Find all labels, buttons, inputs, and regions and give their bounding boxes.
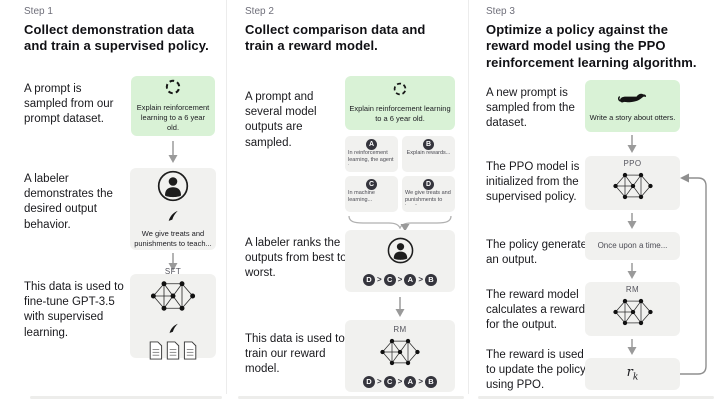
- refresh-cycle-icon: [393, 82, 407, 101]
- quill-icon: [167, 209, 179, 227]
- down-arrow: [627, 263, 637, 279]
- rank-letter: D: [362, 273, 375, 286]
- output-box-c: C In machine learning...: [345, 176, 398, 212]
- output-letter-b: B: [423, 139, 434, 150]
- documents-icon: [149, 341, 197, 365]
- rank-separator: >: [397, 377, 403, 386]
- rm-label: RM: [393, 324, 407, 334]
- person-icon: [387, 237, 414, 269]
- reward-value: rk: [626, 365, 639, 383]
- step3-output-box: Once upon a time...: [585, 232, 680, 260]
- output-text-c: In machine learning...: [348, 190, 375, 203]
- step3-text-output: The policy generates an output.: [486, 239, 593, 267]
- feedback-loop-arrow: [680, 173, 707, 375]
- quill-icon: [168, 321, 179, 339]
- output-letter-c: C: [366, 179, 377, 190]
- output-box-a: A In reinforcement learning, the agent i…: [345, 136, 398, 172]
- neural-network-icon: [375, 336, 425, 373]
- step2-text-labeler: A labeler ranks the outputs from best to…: [245, 237, 347, 280]
- prompt-caption: Explain reinforcement learning to a 6 ye…: [349, 104, 451, 123]
- rank-separator: >: [418, 275, 423, 284]
- step1-labeler-box: We give treats and punishments to teach.…: [130, 168, 216, 250]
- step-label-2: Step 2: [245, 6, 274, 17]
- output-text-b: Explain rewards...: [406, 150, 451, 156]
- rank-separator: >: [397, 275, 403, 284]
- output-text-a: In reinforcement learning, the agent is.…: [348, 150, 394, 165]
- step3-text-ppo: The PPO model is initialized from the su…: [486, 161, 580, 204]
- down-arrow: [400, 224, 410, 232]
- step-label-1: Step 1: [24, 6, 53, 17]
- step2-text-prompt: A prompt and several model outputs are s…: [245, 91, 317, 149]
- column-divider: [468, 0, 469, 394]
- step1-text-finetune: This data is used to fine-tune GPT-3.5 w…: [24, 281, 124, 339]
- otter-icon: [617, 90, 648, 110]
- step1-text-labeler: A labeler demonstrates the desired outpu…: [24, 173, 113, 231]
- rank-separator: >: [376, 275, 382, 284]
- down-arrow: [168, 253, 178, 271]
- step-label-3: Step 3: [486, 6, 515, 17]
- down-arrow: [627, 339, 637, 355]
- down-arrow: [627, 213, 637, 229]
- rank-letter: B: [425, 273, 437, 286]
- output-letter-d: D: [423, 179, 434, 190]
- rm-label: RM: [625, 285, 640, 294]
- ranking-row: D > C > A > B: [362, 273, 437, 286]
- step-heading-1: Collect demonstration data and train a s…: [24, 22, 209, 54]
- rank-letter: D: [362, 375, 375, 388]
- rank-letter: C: [383, 273, 396, 286]
- down-arrow: [627, 135, 637, 153]
- rank-letter: A: [404, 375, 417, 388]
- step2-labeler-box: D > C > A > B: [345, 230, 455, 292]
- rank-separator: >: [376, 377, 382, 386]
- step1-text-prompt: A prompt is sampled from our prompt data…: [24, 83, 114, 126]
- step-heading-2: Collect comparison data and train a rewa…: [245, 22, 426, 54]
- neural-network-icon: [610, 170, 656, 207]
- output-letter-a: A: [366, 139, 377, 150]
- step1-prompt-box: Explain reinforcement learning to a 6 ye…: [131, 76, 215, 136]
- step1-sft-box: SFT: [130, 267, 216, 360]
- down-arrow: [395, 297, 405, 317]
- step2-rm-box: RM D > C > A > B: [345, 320, 455, 392]
- rank-separator: >: [418, 377, 423, 386]
- step2-prompt-box: Explain reinforcement learning to a 6 ye…: [345, 76, 455, 130]
- step3-ppo-box: PPO: [585, 156, 680, 210]
- step-heading-3: Optimize a policy against the reward mod…: [486, 22, 697, 70]
- ranking-row: D > C > A > B: [362, 375, 437, 388]
- step3-text-prompt: A new prompt is sampled from the dataset…: [486, 87, 575, 130]
- labeler-caption: We give treats and punishments to teach.…: [134, 228, 212, 248]
- step3-rm-box: RM: [585, 282, 680, 336]
- rank-letter: C: [383, 375, 396, 388]
- step3-text-update: The reward is used to update the policy …: [486, 349, 586, 392]
- step3-prompt-box: Write a story about otters.: [585, 80, 680, 132]
- ppo-label: PPO: [623, 159, 642, 168]
- output-box-d: D We give treats and punishments to teac…: [402, 176, 455, 212]
- neural-network-icon: [610, 296, 656, 333]
- refresh-cycle-icon: [165, 79, 181, 100]
- bottom-divider: [238, 396, 464, 399]
- bottom-divider: [478, 396, 714, 399]
- sft-label: SFT: [164, 267, 182, 276]
- column-divider: [226, 0, 227, 394]
- brace-icon: [348, 215, 452, 229]
- rank-letter: B: [425, 375, 437, 388]
- prompt-caption: Write a story about otters.: [589, 112, 676, 122]
- output-box-b: B Explain rewards...: [402, 136, 455, 172]
- down-arrow: [168, 141, 178, 163]
- neural-network-icon: [147, 278, 199, 319]
- step2-text-reward: This data is used to train our reward mo…: [245, 333, 345, 376]
- output-caption: Once upon a time...: [597, 240, 668, 250]
- bottom-divider: [30, 396, 222, 399]
- output-text-d: We give treats and punishments to teach.…: [405, 190, 451, 205]
- prompt-caption: Explain reinforcement learning to a 6 ye…: [136, 103, 210, 132]
- person-icon: [157, 170, 189, 207]
- step3-text-reward: The reward model calculates a reward for…: [486, 289, 586, 332]
- step3-reward-box: rk: [585, 358, 680, 390]
- rank-letter: A: [404, 273, 417, 286]
